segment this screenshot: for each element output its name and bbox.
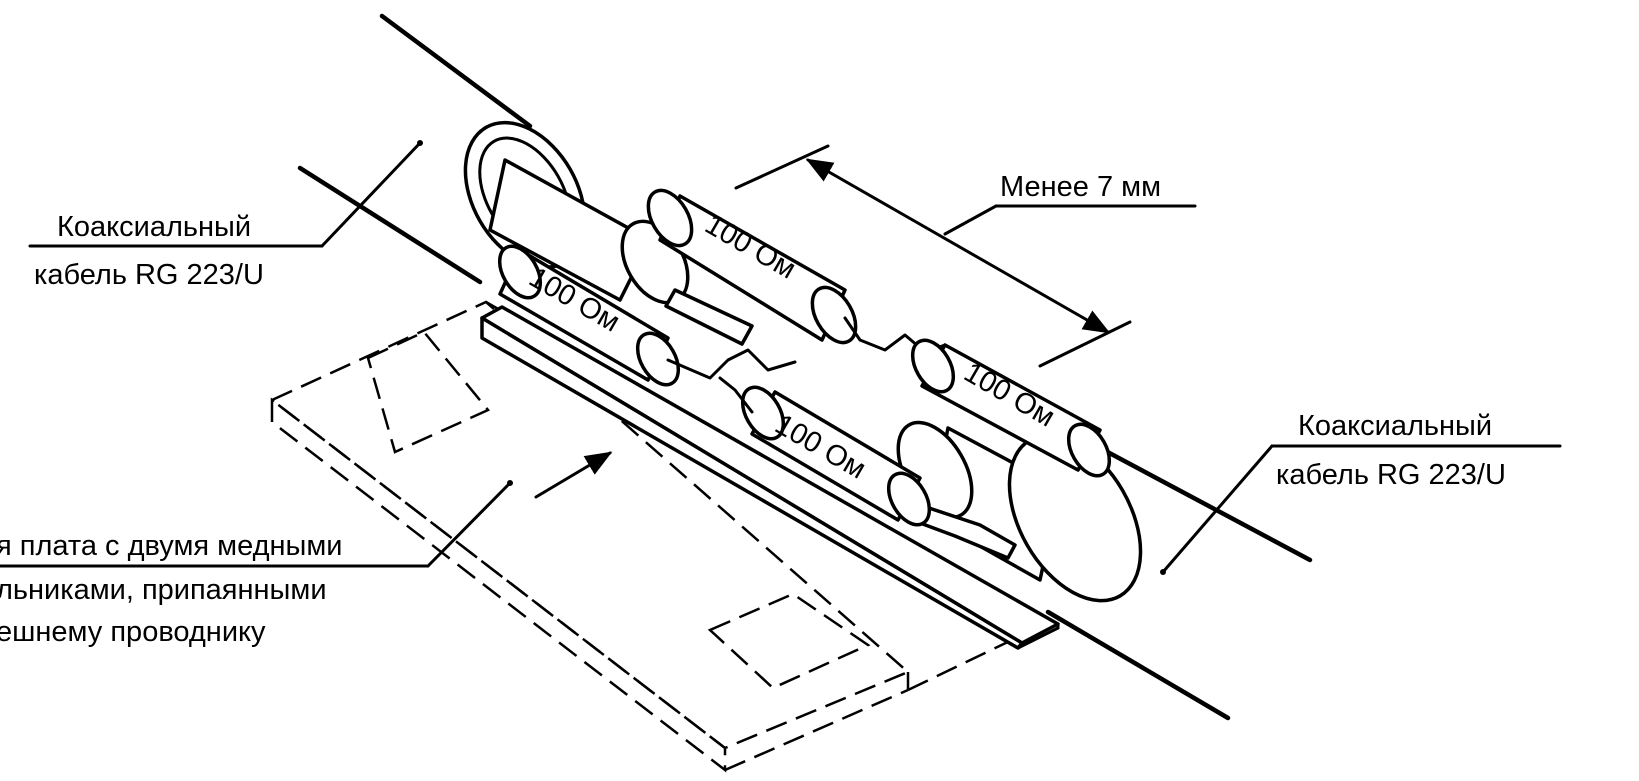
copper-pad-right [707, 592, 871, 690]
dimension-arrow [805, 158, 1111, 334]
resistor-1: 100 Ом [497, 244, 797, 387]
board-arrow [534, 451, 613, 499]
callout-cable-right: Коаксиальный кабель RG 223/U [1160, 410, 1562, 575]
pcb-board [269, 300, 1013, 773]
callout-cable-left: Коаксиальный кабель RG 223/U [28, 140, 423, 291]
mounting-rail [480, 305, 1060, 650]
coax-cable-left [297, 13, 754, 346]
dimension-marker: Менее 7 мм [734, 144, 1197, 368]
coax-cable-right [896, 420, 1313, 721]
callout-board: я плата с двумя медными льниками, припая… [0, 480, 513, 648]
cable-right-line2: кабель RG 223/U [1276, 459, 1506, 491]
cable-right-line1: Коаксиальный [1298, 410, 1492, 442]
copper-pad-left [366, 330, 491, 454]
board-line1: я плата с двумя медными [0, 530, 343, 562]
cable-left-line2: кабель RG 223/U [34, 259, 264, 291]
board-line2: льниками, припаянными [0, 574, 327, 606]
dimension-label: Менее 7 мм [1000, 171, 1161, 203]
cable-left-line1: Коаксиальный [57, 211, 251, 243]
board-line3: ешнему проводнику [0, 616, 266, 648]
